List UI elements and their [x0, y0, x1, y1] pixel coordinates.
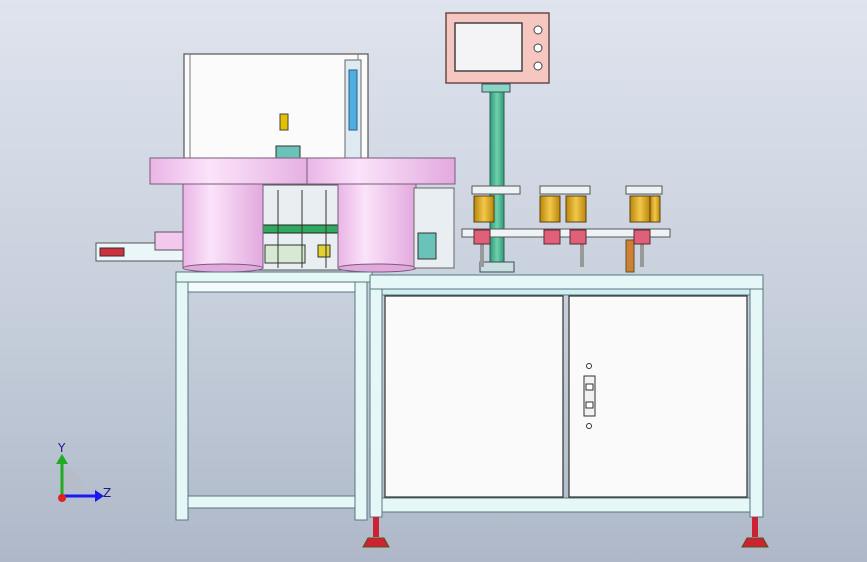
origin-marker: [58, 494, 66, 502]
z-axis-label: Z: [103, 486, 111, 500]
door-handle[interactable]: [583, 363, 596, 429]
hmi-button: [533, 25, 543, 35]
side-feeder: [95, 231, 189, 262]
leveling-foot-left: [362, 517, 390, 548]
cabinet-door-right[interactable]: [568, 295, 748, 498]
vibratory-hopper-right[interactable]: [306, 157, 456, 273]
hmi-button: [533, 61, 543, 71]
leveling-foot-right: [741, 517, 769, 548]
cabinet-frame: [369, 274, 764, 518]
hmi-screen: [454, 22, 523, 72]
y-axis-label: Y: [57, 441, 66, 455]
left-frame: [175, 271, 373, 521]
feeder-mechanism: [257, 184, 349, 271]
hmi-mount: [481, 83, 511, 93]
coordinate-triad: Y Z: [56, 441, 111, 502]
support-column: [489, 91, 505, 271]
vibratory-hopper-left[interactable]: [149, 157, 323, 273]
hmi-button: [533, 43, 543, 53]
hmi-panel[interactable]: [445, 12, 550, 84]
cabinet-door-left[interactable]: [384, 295, 564, 498]
left-enclosure: [183, 53, 369, 165]
coil-assembly: [471, 185, 663, 245]
rotary-station: [413, 187, 671, 273]
column-base: [479, 261, 515, 273]
